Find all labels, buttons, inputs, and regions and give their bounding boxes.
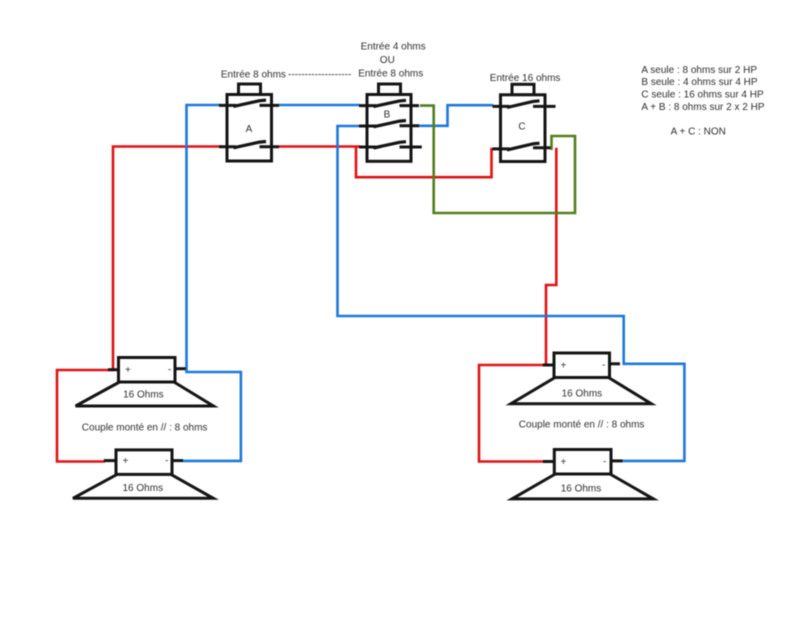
svg-text:Entrée 4 ohms: Entrée 4 ohms	[361, 41, 426, 52]
svg-text:B seule : 4 ohms sur 4 HP: B seule : 4 ohms sur 4 HP	[641, 77, 757, 88]
svg-text:16 Ohms: 16 Ohms	[562, 388, 603, 399]
svg-text:+: +	[561, 457, 567, 468]
svg-text:16 Ohms: 16 Ohms	[123, 483, 164, 494]
svg-text:Entrée 8 ohms: Entrée 8 ohms	[358, 69, 423, 80]
svg-text:-: -	[165, 456, 168, 467]
svg-text:A seule : 8 ohms sur 2 HP: A seule : 8 ohms sur 2 HP	[641, 65, 757, 76]
svg-text:OU: OU	[380, 55, 395, 66]
svg-text:A + B : 8 ohms sur 2 x 2 HP: A + B : 8 ohms sur 2 x 2 HP	[641, 102, 764, 113]
svg-text:Couple monté en // : 8 ohms: Couple monté en // : 8 ohms	[82, 423, 208, 434]
svg-text:+: +	[125, 365, 131, 376]
svg-text:A + C : NON: A + C : NON	[671, 127, 726, 138]
svg-text:16 Ohms: 16 Ohms	[561, 484, 602, 495]
svg-text:-: -	[168, 365, 171, 376]
svg-text:+: +	[123, 456, 129, 467]
svg-text:Entrée 8 ohms: Entrée 8 ohms	[221, 69, 286, 80]
svg-text:-: -	[602, 360, 605, 371]
svg-text:C: C	[518, 122, 525, 133]
svg-text:Couple monté en // : 8 ohms: Couple monté en // : 8 ohms	[519, 419, 645, 430]
svg-text:-: -	[603, 457, 606, 468]
svg-text:C seule : 16 ohms sur 4 HP: C seule : 16 ohms sur 4 HP	[641, 90, 764, 101]
svg-text:B: B	[384, 110, 391, 121]
svg-text:16 Ohms: 16 Ohms	[123, 390, 164, 401]
svg-text:+: +	[561, 361, 567, 372]
svg-text:-------------------: -------------------	[288, 69, 351, 80]
svg-text:A: A	[246, 124, 253, 135]
svg-text:Entrée 16 ohms: Entrée 16 ohms	[490, 73, 561, 84]
